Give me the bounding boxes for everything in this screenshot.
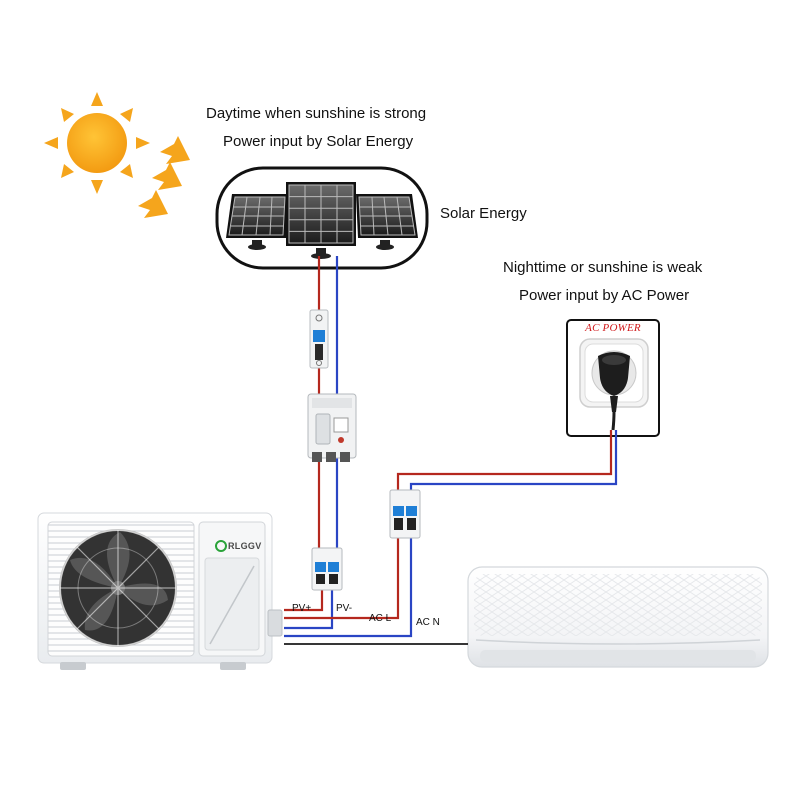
nighttime-caption: Nighttime or sunshine is weak [503,259,703,276]
wall-socket-group [566,319,660,437]
daytime-caption: Daytime when sunshine is strong [206,105,427,122]
solar-panel-right-icon [356,194,418,250]
solar-input-caption: Power input by Solar Energy [223,133,414,150]
pv-minus-label: PV- [336,603,353,614]
circuit-breaker-icon [309,309,329,369]
brand-logo: RLGGV [228,541,262,551]
ac-wire-group [284,430,618,645]
dc-breaker-icon [311,547,343,591]
indoor-unit-icon [467,566,769,668]
ac-n-label: AC N [416,617,440,628]
pv-plus-label: PV+ [292,603,312,614]
sun-icon [44,92,190,218]
outdoor-unit-icon [37,512,283,670]
solar-energy-label: Solar Energy [440,205,527,222]
solar-panel-center-icon [286,182,356,259]
ac-power-title: AC POWER [585,322,641,334]
solar-panel-group [215,166,429,270]
solar-panel-left-icon [226,194,288,250]
ac-l-label: AC L [369,613,392,624]
ac-breaker-icon [389,489,421,539]
plug-icon [598,352,630,431]
ac-input-caption: Power input by AC Power [519,287,690,304]
combiner-box-icon [307,393,357,462]
